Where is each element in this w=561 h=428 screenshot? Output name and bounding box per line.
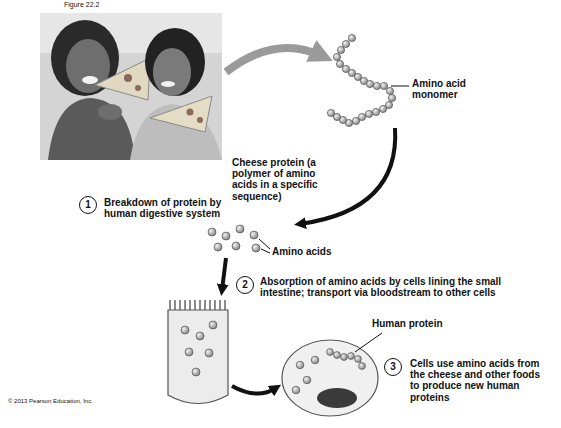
amino-acids <box>196 332 204 340</box>
leader-line <box>261 249 270 253</box>
human-protein-chain <box>327 349 366 370</box>
cheese-protein-chain <box>348 34 355 41</box>
cheese-protein-chain <box>373 82 380 89</box>
cheese-protein-chain <box>386 87 393 94</box>
annotation-label: Absorption of amino acids by cells linin… <box>260 276 508 298</box>
pizza-photo <box>153 48 191 96</box>
amino-acids <box>209 321 217 329</box>
amino-acids <box>232 242 240 250</box>
cheese-protein-chain <box>379 105 386 112</box>
pizza-photo <box>124 74 132 82</box>
amino-acids <box>208 225 260 252</box>
body-cell <box>282 340 378 416</box>
amino-acids <box>250 231 258 239</box>
amino-acids <box>296 361 304 369</box>
annotation-label: Cells use amino acids from the cheese an… <box>410 358 542 403</box>
intestinal-cell <box>170 300 225 310</box>
flow-arrow <box>226 48 322 72</box>
annotation-label: Breakdown of protein by human digestive … <box>104 197 236 219</box>
step-number-circle: 1 <box>79 196 97 214</box>
pizza-photo <box>135 85 141 91</box>
copyright-note: © 2013 Pearson Education, Inc. <box>8 398 93 405</box>
human-protein-chain <box>359 363 366 370</box>
annotation-label: Human protein <box>372 318 443 329</box>
cheese-protein-chain <box>327 109 334 116</box>
step-number-circle: 2 <box>236 276 254 294</box>
cheese-protein-chain <box>380 82 387 89</box>
amino-acids <box>252 244 260 252</box>
annotation-label: Cheese protein (a polymer of amino acids… <box>232 157 337 202</box>
pizza-photo <box>40 13 222 160</box>
amino-acids <box>181 321 217 376</box>
amino-acids <box>181 326 189 334</box>
pizza-photo <box>82 76 98 84</box>
callout-number: 2 <box>242 280 248 290</box>
amino-acids <box>292 356 319 394</box>
human-protein-chain <box>327 349 334 356</box>
amino-acids <box>185 348 193 356</box>
human-protein-chain <box>327 349 366 370</box>
cheese-protein-chain <box>327 34 395 126</box>
flow-arrow <box>232 386 276 394</box>
cheese-protein-chain <box>388 94 395 101</box>
amino-acids <box>222 232 230 240</box>
pizza-photo <box>161 81 175 87</box>
human-protein-chain <box>330 352 362 366</box>
cheese-protein-chain <box>365 110 372 117</box>
pizza-photo <box>40 13 222 160</box>
amino-acids <box>292 386 300 394</box>
callout-number: 1 <box>85 200 91 210</box>
cheese-protein-chain <box>331 38 392 123</box>
human-protein-chain <box>348 353 355 360</box>
body-cell <box>317 388 357 408</box>
leader-line <box>391 86 409 87</box>
leader-line <box>259 239 270 249</box>
step-number-circle: 3 <box>384 358 402 376</box>
pizza-photo <box>98 104 122 120</box>
pizza-photo <box>145 28 205 96</box>
cheese-protein-chain <box>342 40 349 47</box>
cheese-protein-chain <box>336 60 343 67</box>
body-cell <box>282 340 378 416</box>
amino-acids <box>311 356 319 364</box>
annotation-label: Amino acids <box>272 246 331 257</box>
flow-arrow <box>222 258 226 290</box>
cheese-protein-chain <box>372 108 379 115</box>
pizza-photo <box>48 98 135 160</box>
cheese-protein-chain <box>366 80 373 87</box>
callout-number: 3 <box>390 362 396 372</box>
cheese-protein-chain <box>333 53 340 60</box>
amino-acids <box>192 368 200 376</box>
amino-acids <box>208 228 216 236</box>
amino-acids <box>236 225 244 233</box>
cheese-protein-chain <box>327 34 395 126</box>
intestinal-cell <box>168 300 228 404</box>
amino-acids <box>205 349 213 357</box>
figure-number: Figure 22.2 <box>62 1 101 9</box>
pizza-photo <box>187 109 194 116</box>
pizza-photo <box>95 58 150 100</box>
cheese-protein-chain <box>337 46 344 53</box>
cheese-protein-chain <box>352 117 359 124</box>
pizza-photo <box>150 96 212 132</box>
leader-line <box>355 333 382 352</box>
amino-acids <box>214 243 222 251</box>
human-protein-chain <box>355 356 362 363</box>
amino-acids <box>303 376 311 384</box>
pizza-photo <box>197 117 203 123</box>
intestinal-cell <box>168 310 228 404</box>
annotation-label: Amino acid monomer <box>412 78 474 100</box>
human-protein-chain <box>341 354 348 361</box>
human-protein-chain <box>334 352 341 359</box>
